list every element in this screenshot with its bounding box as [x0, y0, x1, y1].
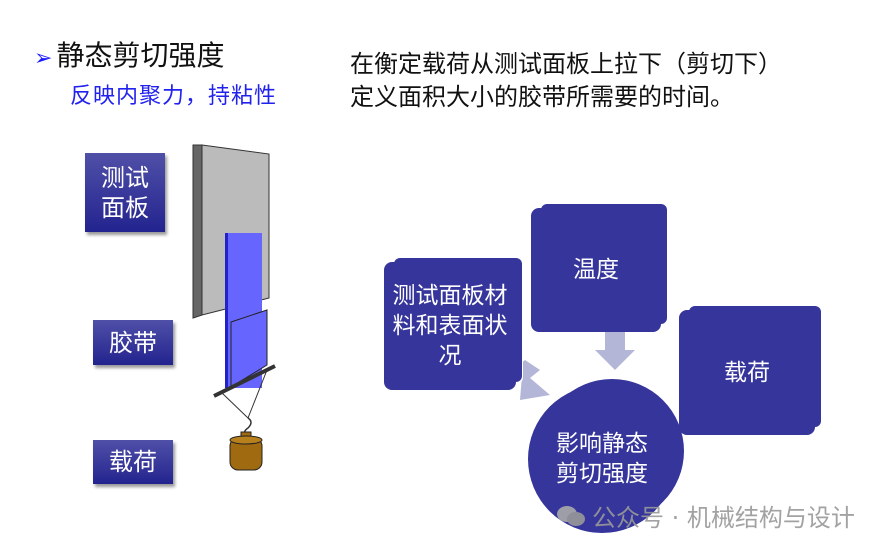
slide-title: ➢静态剪切强度 — [34, 34, 224, 74]
shear-test-illustration — [192, 144, 276, 471]
factor-temperature: 温度 — [531, 208, 661, 332]
label-tape: 胶带 — [93, 320, 173, 365]
label-load: 载荷 — [93, 440, 173, 484]
arrow-diagonal-icon — [512, 360, 550, 400]
watermark-text: 公众号 · 机械结构与设计 — [592, 504, 855, 532]
center-shear-strength: 影响静态剪切强度 — [528, 385, 676, 533]
watermark: 公众号 · 机械结构与设计 — [556, 498, 855, 533]
wechat-icon — [557, 505, 585, 526]
label-test-panel: 测试面板 — [85, 153, 165, 232]
factor-load: 载荷 — [679, 310, 815, 435]
tape-lower — [230, 309, 268, 388]
arrow-down-icon — [595, 330, 635, 370]
bullet-arrow-icon: ➢ — [34, 46, 53, 71]
load-bar — [213, 364, 276, 398]
factor-surface: 测试面板材料和表面状况 — [384, 262, 516, 390]
arrows — [512, 330, 635, 400]
panel-edge — [192, 144, 203, 319]
description-text: 在衡定载荷从测试面板上拉下（剪切下）定义面积大小的胶带所需要的时间。 — [350, 50, 782, 111]
title-text: 静态剪切强度 — [56, 39, 225, 72]
slide-subtitle: 反映内聚力，持粘性 — [70, 84, 278, 109]
